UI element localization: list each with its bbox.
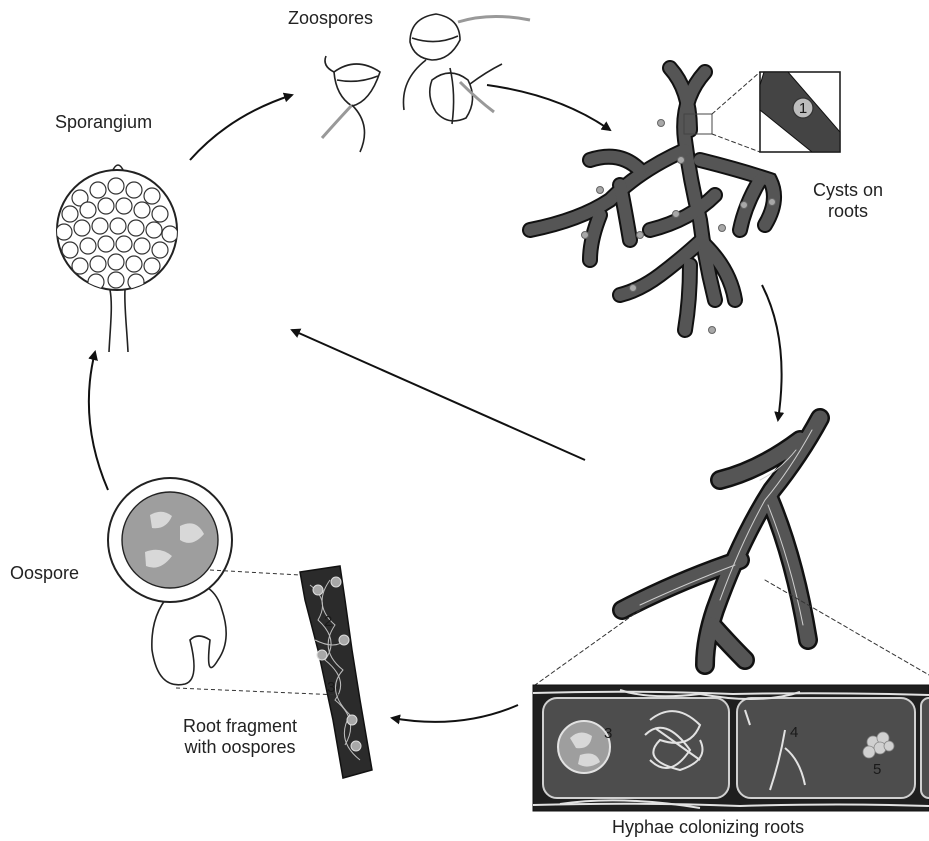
arrow-inset-to-root-fragment [392,705,518,722]
label-root-fragment: Root fragment with oospores [170,716,310,758]
label-cysts-line1: Cysts on [808,180,888,201]
marker-4: 4 [790,724,798,741]
marker-3: 3 [327,679,335,696]
label-sporangium: Sporangium [55,112,152,133]
label-hyphae-colonizing-roots: Hyphae colonizing roots [612,817,804,838]
marker-5: 5 [873,761,881,778]
label-oospore: Oospore [10,563,79,584]
root-fragment: 2 3 [300,566,372,778]
colonized-root [535,418,929,685]
hyphae-inset: 3 4 5 [533,685,929,811]
marker-1: 1 [799,100,807,117]
zoospores-illustration [322,14,530,152]
root-system-with-cysts [530,68,776,334]
label-root-fragment-line2: with oospores [170,737,310,758]
arrow-cysts-to-hyphae [762,285,782,420]
label-zoospores: Zoospores [288,8,373,29]
label-cysts-line2: roots [808,201,888,222]
label-root-fragment-line1: Root fragment [170,716,310,737]
cyst-inset: 1 [760,72,840,152]
arrow-sporangium-to-zoospores [190,95,292,160]
marker-2: 2 [324,613,332,630]
arrow-hyphae-to-sporangium [292,330,585,460]
sporangium-illustration [56,165,178,352]
label-cysts-on-roots: Cysts on roots [808,180,888,222]
arrow-zoospores-to-cysts [487,85,610,130]
arrow-oospore-to-sporangium [89,352,108,490]
marker-3-inset: 3 [604,725,612,742]
